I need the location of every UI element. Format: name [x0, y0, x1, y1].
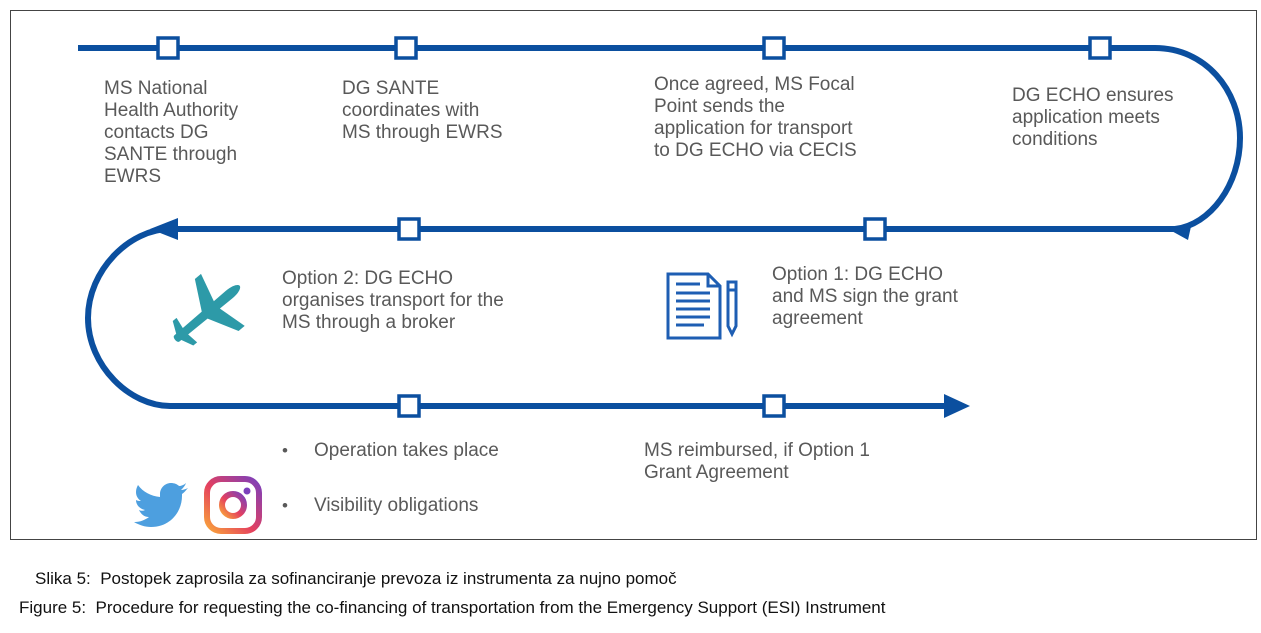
node-3 — [762, 36, 786, 60]
caption-english: Figure 5: Procedure for requesting the c… — [19, 598, 886, 617]
diagram-frame — [10, 10, 1257, 540]
caption-slovenian: Slika 5: Postopek zaprosila za sofinanci… — [35, 569, 677, 588]
airplane-icon — [172, 273, 245, 346]
step-5-text: Option 1: DG ECHO and MS sign the grant … — [772, 264, 958, 329]
step-6-text: Option 2: DG ECHO organises transport fo… — [282, 268, 504, 333]
path-segment-top — [78, 45, 1244, 232]
node-5 — [863, 217, 887, 241]
node-2 — [394, 36, 418, 60]
step-3-text: Once agreed, MS Focal Point sends the ap… — [654, 74, 857, 161]
arrow-head-right — [1168, 222, 1192, 240]
step-7-text: MS reimbursed, if Option 1 Grant Agreeme… — [644, 440, 870, 483]
instagram-icon — [204, 476, 262, 534]
document-pen-icon — [666, 272, 738, 340]
step-1-text: MS National Health Authority contacts DG… — [104, 78, 239, 187]
bullet-visibility: Visibility obligations — [282, 495, 499, 517]
path-segment-middle — [84, 226, 1175, 409]
node-6 — [397, 217, 421, 241]
step-4-text: DG ECHO ensures application meets condit… — [1012, 85, 1174, 150]
step-2-text: DG SANTE coordinates with MS through EWR… — [342, 78, 503, 143]
bullet-operation: Operation takes place — [282, 440, 499, 462]
twitter-icon — [134, 483, 188, 527]
node-8 — [762, 394, 786, 418]
operation-bullets: Operation takes place Visibility obligat… — [282, 440, 499, 517]
arrow-head-left — [150, 218, 178, 240]
node-7 — [397, 394, 421, 418]
node-4 — [1088, 36, 1112, 60]
node-1 — [156, 36, 180, 60]
arrow-head-end — [944, 394, 970, 418]
